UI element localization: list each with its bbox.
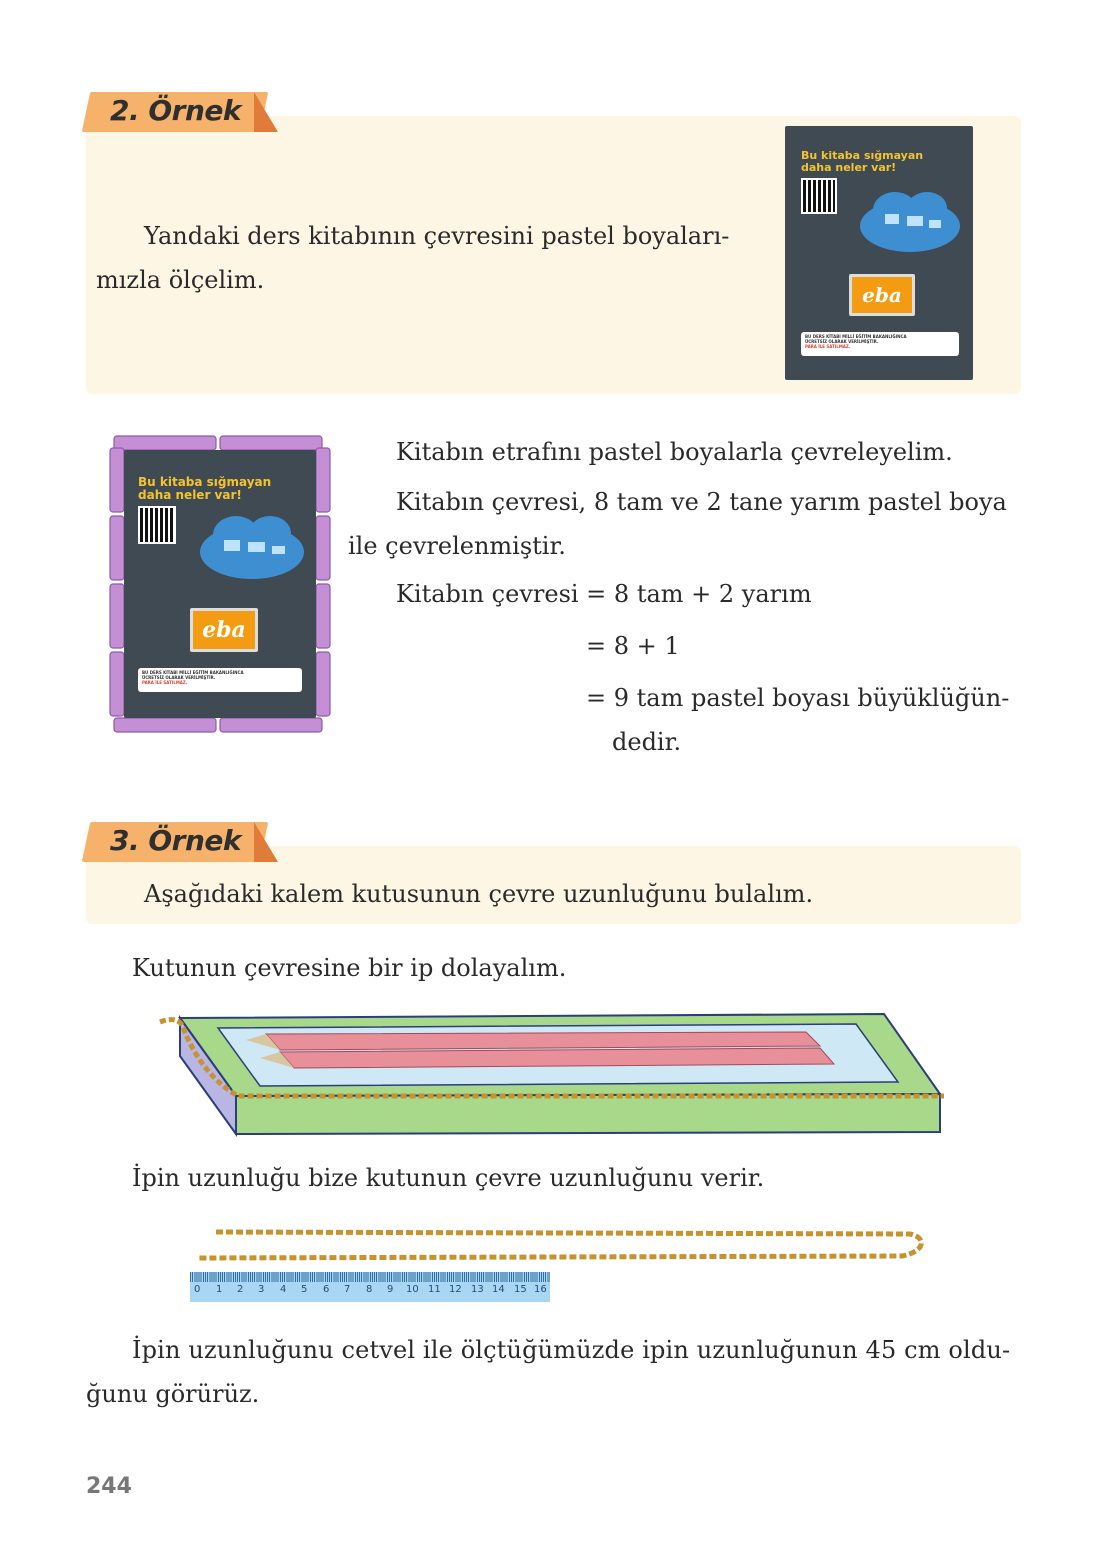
cloud-icon: [860, 192, 960, 252]
example3-para3-line1: İpin uzunluğunu cetvel ile ölçtüğümüzde …: [132, 1336, 1011, 1364]
example3-para2: İpin uzunluğu bize kutunun çevre uzunluğ…: [132, 1164, 765, 1192]
ruler-number: 2: [237, 1284, 244, 1295]
ruler-number: 15: [514, 1284, 527, 1295]
ebap-poster-top: Bu kitaba sığmayan daha neler var! eba B…: [785, 126, 973, 380]
poster-top-title: Bu kitaba sığmayan daha neler var!: [801, 150, 923, 173]
example3-label: 3. Örnek: [110, 824, 242, 857]
ruler-number: 1: [216, 1284, 223, 1295]
ruler-ticks: [190, 1272, 550, 1282]
qr-code-icon: [138, 506, 176, 544]
rope-illustration: [197, 1229, 924, 1261]
cloud-icon: [200, 516, 304, 579]
eba-logo-text: eba: [862, 283, 902, 307]
ruler-number: 5: [301, 1284, 308, 1295]
poster-top-note-line2: ÜCRETSİZ OLARAK VERİLMİŞTİR.: [805, 339, 879, 344]
eba-logo: eba: [849, 274, 915, 316]
poster-top-title-line1: Bu kitaba sığmayan: [801, 149, 924, 162]
example3-para3-line2: ğunu görürüz.: [86, 1380, 260, 1408]
ruler-number: 10: [406, 1284, 419, 1295]
ruler-number: 13: [471, 1284, 484, 1295]
poster-top-note-line3: PARA İLE SATILMAZ.: [805, 344, 851, 349]
example3-para1: Kutunun çevresine bir ip dolayalım.: [132, 954, 567, 982]
eba-logo: eba: [190, 608, 258, 652]
qr-code-icon: [801, 178, 837, 214]
example2-intro-line1: Yandaki ders kitabının çevresini pastel …: [144, 222, 730, 250]
ruler-number: 14: [492, 1284, 505, 1295]
example2-para1: Kitabın etrafını pastel boyalarla çevrel…: [396, 438, 953, 466]
ruler-numbers: 0 1 2 3 4 5 6 7 8 9 10 11 12 13 14 15 16: [190, 1284, 550, 1300]
ruler-number: 16: [534, 1284, 547, 1295]
poster-left-note-line2: ÜCRETSİZ OLARAK VERİLMİŞTİR.: [142, 675, 216, 680]
eba-logo-text: eba: [202, 617, 246, 643]
page-number: 244: [86, 1474, 132, 1499]
poster-left-note: BU DERS KİTABI MİLLİ EĞİTİM BAKANLIĞINCA…: [138, 668, 302, 692]
ruler-number: 3: [258, 1284, 265, 1295]
ruler: 0 1 2 3 4 5 6 7 8 9 10 11 12 13 14 15 16: [190, 1272, 550, 1302]
example2-eq3-line2: dedir.: [612, 728, 682, 756]
example2-label: 2. Örnek: [110, 94, 242, 127]
poster-left-title: Bu kitaba sığmayan daha neler var!: [138, 476, 271, 501]
pencil-box-illustration: [159, 1012, 944, 1138]
example2-para2: Kitabın çevresi, 8 tam ve 2 tane yarım p…: [348, 480, 1021, 568]
poster-left-note-line3: PARA İLE SATILMAZ.: [142, 680, 188, 685]
example2-eq3-line1: = 9 tam pastel boyası büyüklüğün-: [586, 684, 1010, 712]
example2-para2-line2: ile çevrelenmiştir.: [348, 532, 566, 560]
example2-eq1: Kitabın çevresi = 8 tam + 2 yarım: [396, 580, 812, 608]
poster-top-note-line1: BU DERS KİTABI MİLLİ EĞİTİM BAKANLIĞINCA: [805, 334, 907, 339]
ruler-number: 12: [449, 1284, 462, 1295]
example2-eq3: = 9 tam pastel boyası büyüklüğün- dedir.: [586, 676, 1009, 764]
poster-left-title-line1: Bu kitaba sığmayan: [138, 475, 272, 489]
ruler-number: 0: [194, 1284, 201, 1295]
ruler-number: 6: [323, 1284, 330, 1295]
example3-intro: Aşağıdaki kalem kutusunun çevre uzunluğu…: [144, 880, 814, 908]
ruler-number: 7: [344, 1284, 351, 1295]
poster-left-title-line2: daha neler var!: [138, 487, 242, 502]
ruler-number: 4: [280, 1284, 287, 1295]
example2-para2-line1: Kitabın çevresi, 8 tam ve 2 tane yarım p…: [396, 488, 1007, 516]
eba-poster-left: Bu kitaba sığmayan daha neler var! eba B…: [124, 450, 316, 718]
example2-intro-line2: mızla ölçelim.: [96, 266, 265, 294]
ruler-number: 9: [387, 1284, 394, 1295]
example3-para3: İpin uzunluğunu cetvel ile ölçtüğümüzde …: [86, 1328, 1021, 1416]
poster-top-title-line2: daha neler var!: [801, 160, 897, 174]
example2-eq2: = 8 + 1: [586, 632, 680, 660]
ruler-number: 11: [428, 1284, 441, 1295]
ruler-number: 8: [366, 1284, 373, 1295]
poster-top-note: BU DERS KİTABI MİLLİ EĞİTİM BAKANLIĞINCA…: [801, 332, 959, 356]
example2-intro: Yandaki ders kitabının çevresini pastel …: [96, 214, 756, 302]
poster-left-note-line1: BU DERS KİTABI MİLLİ EĞİTİM BAKANLIĞINCA: [142, 670, 244, 675]
